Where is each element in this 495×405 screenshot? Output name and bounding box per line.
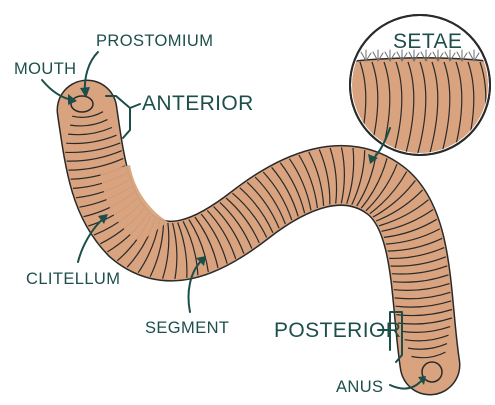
label-prostomium: PROSTOMIUM bbox=[96, 32, 213, 50]
label-segment: SEGMENT bbox=[145, 319, 229, 337]
label-posterior: POSTERIOR bbox=[274, 319, 401, 342]
prostomium-tip bbox=[71, 96, 93, 112]
seta-hair bbox=[486, 53, 491, 61]
label-setae: SETAE bbox=[393, 30, 462, 53]
label-mouth: MOUTH bbox=[14, 60, 77, 78]
label-clitellum: CLITELLUM bbox=[26, 270, 120, 288]
label-anterior: ANTERIOR bbox=[142, 92, 254, 115]
label-anus: ANUS bbox=[336, 378, 383, 396]
